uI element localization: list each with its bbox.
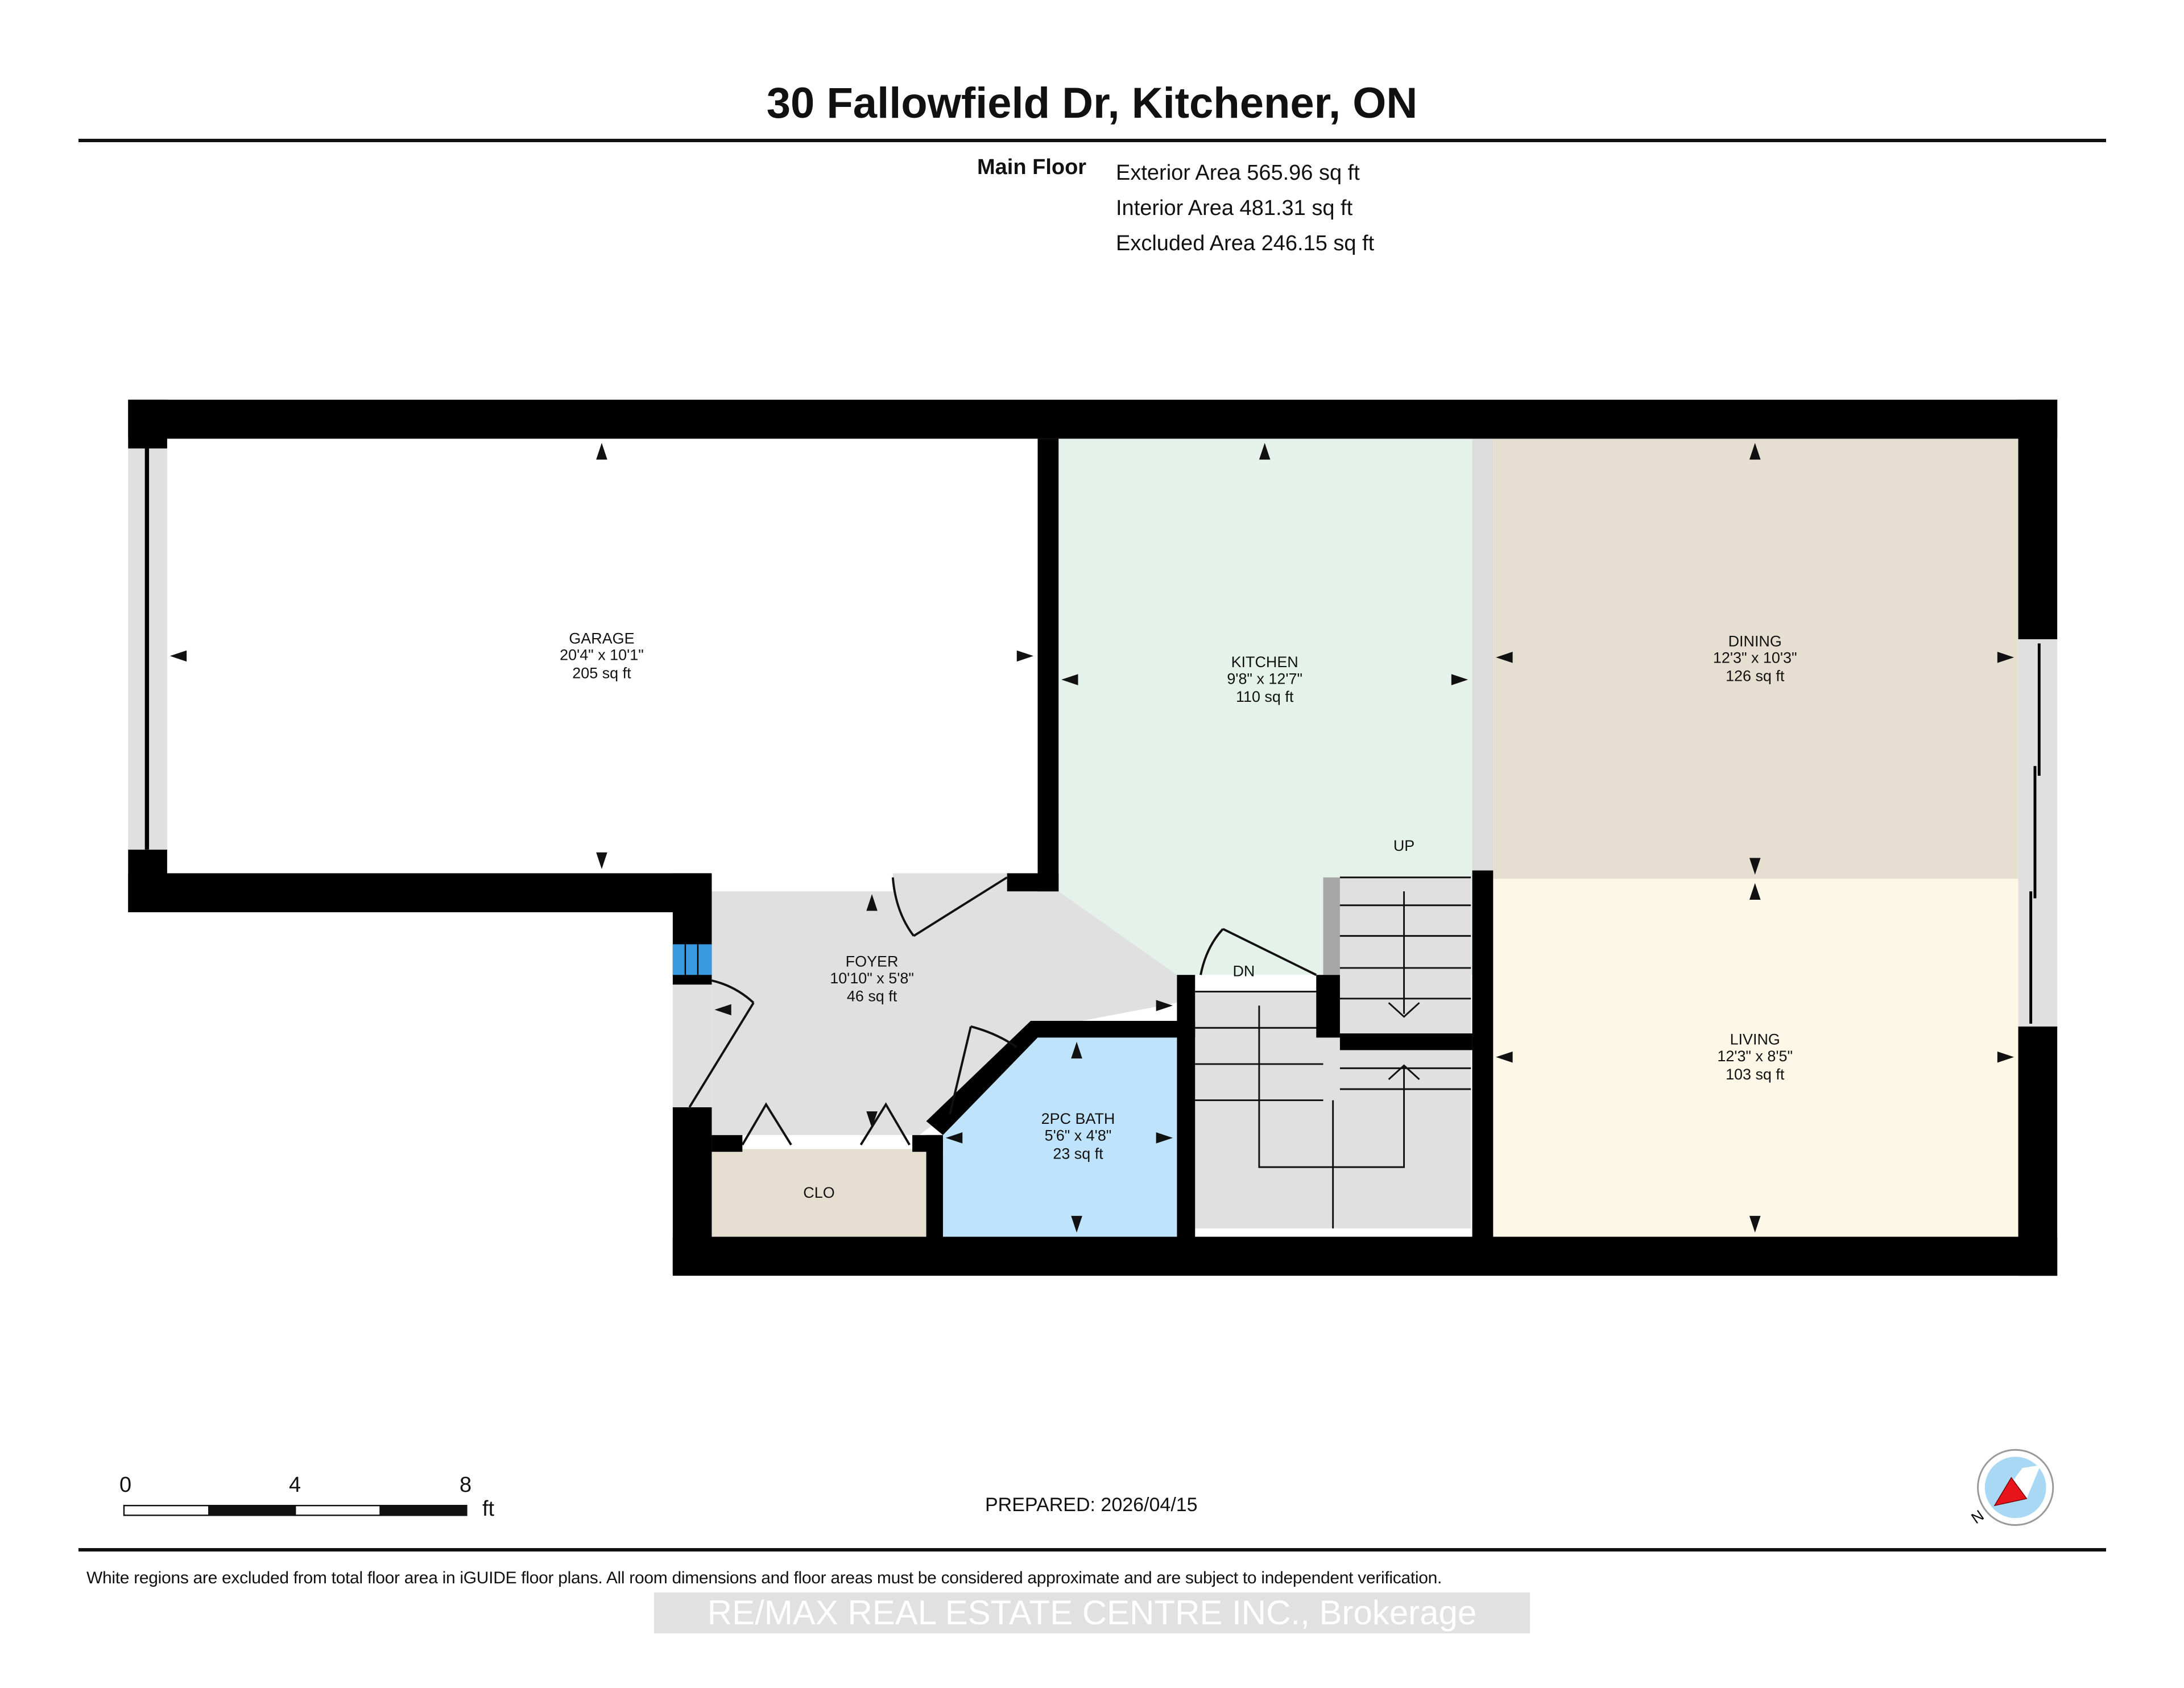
header-divider (78, 139, 2106, 142)
garage-window (128, 448, 167, 850)
foyer-room (712, 891, 1177, 1135)
foyer-dims: 10'10" x 5'8" (830, 970, 914, 987)
exterior-area: Exterior Area 565.96 sq ft (1116, 161, 1360, 185)
dining-area: 126 sq ft (1726, 667, 1785, 684)
dining-dims: 12'3" x 10'3" (1713, 649, 1797, 667)
stairs-down-label: DN (1232, 963, 1255, 980)
foyer-area: 46 sq ft (847, 988, 897, 1005)
area-summary: Exterior Area 565.96 sq ft Interior Area… (1116, 155, 1374, 261)
closet-room (712, 1149, 926, 1237)
compass-icon: N (1968, 1449, 2054, 1527)
interior-area: Interior Area 481.31 sq ft (1116, 196, 1353, 220)
living-room (1493, 879, 2018, 1237)
floor-label: Main Floor (977, 155, 1087, 179)
stairs-up-label: UP (1393, 837, 1414, 854)
scale-bar (123, 1504, 468, 1516)
prepared-date: PREPARED: 2026/04/15 (985, 1494, 1198, 1516)
kitchen-dims: 9'8" x 12'7" (1227, 670, 1302, 687)
foyer-name: FOYER (846, 953, 899, 970)
dining-name: DINING (1728, 632, 1782, 649)
scale-tick-0: 0 (119, 1473, 132, 1497)
garage-name: GARAGE (569, 630, 634, 647)
stair-rail (1323, 877, 1340, 975)
garage-dims: 20'4" x 10'1" (560, 647, 644, 664)
bath-name: 2PC BATH (1041, 1110, 1115, 1127)
kitchen-dining-opening (1472, 438, 1494, 871)
living-window (2018, 639, 2058, 1027)
dimension-arrows (169, 442, 2015, 1233)
living-name: LIVING (1730, 1031, 1780, 1048)
footer-divider (78, 1548, 2106, 1552)
dining-room (1493, 438, 2018, 879)
scale-unit: ft (482, 1497, 495, 1521)
kitchen-name: KITCHEN (1231, 653, 1298, 671)
kitchen-area: 110 sq ft (1236, 688, 1294, 705)
scale-tick-8: 8 (460, 1473, 472, 1497)
doors (672, 873, 1317, 1145)
closet-name: CLO (803, 1184, 834, 1201)
disclaimer-text: White regions are excluded from total fl… (86, 1569, 1442, 1587)
page-title: 30 Fallowfield Dr, Kitchener, ON (766, 79, 1418, 127)
entry-window (672, 944, 712, 975)
excluded-area: Excluded Area 246.15 sq ft (1116, 231, 1375, 255)
scale-tick-4: 4 (289, 1473, 301, 1497)
brokerage-watermark: RE/MAX REAL ESTATE CENTRE INC., Brokerag… (654, 1592, 1530, 1633)
living-area: 103 sq ft (1726, 1066, 1785, 1083)
bath-area: 23 sq ft (1053, 1145, 1103, 1162)
garage-area: 205 sq ft (572, 665, 631, 682)
garage-room (167, 438, 1038, 874)
stair-upper (1339, 877, 1471, 1034)
stair-treads (1195, 876, 1471, 1228)
living-dims: 12'3" x 8'5" (1717, 1048, 1793, 1065)
bath-dims: 5'6" x 4'8" (1045, 1127, 1112, 1144)
walls (128, 399, 2058, 1276)
bath-room (942, 1037, 1177, 1237)
